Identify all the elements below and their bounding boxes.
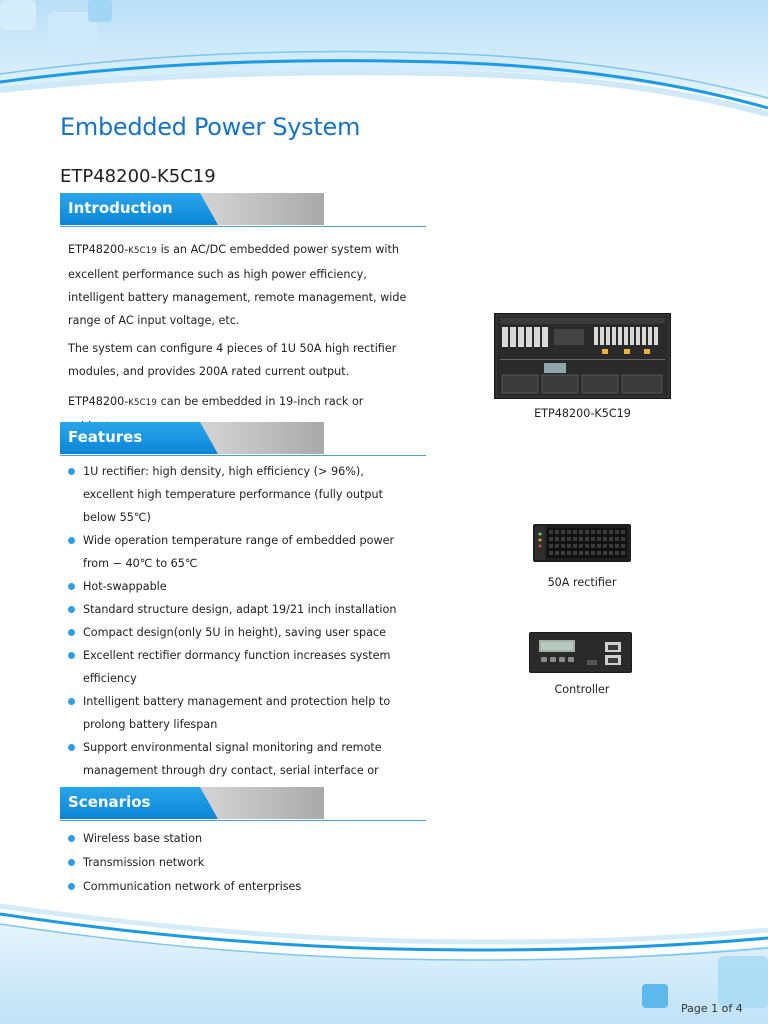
bullet-icon bbox=[68, 698, 75, 705]
bullet-icon bbox=[68, 744, 75, 751]
system-image-caption: ETP48200-K5C19 bbox=[534, 407, 631, 420]
feature-text: Excellent rectifier dormancy function in… bbox=[83, 649, 391, 685]
scenario-text: Transmission network bbox=[83, 856, 205, 869]
list-item: Transmission network bbox=[68, 851, 408, 875]
feature-text: Wide operation temperature range of embe… bbox=[83, 534, 395, 570]
model-prefix: ETP48200- bbox=[68, 395, 129, 408]
feature-text: Compact design(only 5U in height), savin… bbox=[83, 626, 386, 639]
section-divider bbox=[60, 455, 426, 456]
list-item: Intelligent battery management and prote… bbox=[68, 690, 413, 736]
introduction-paragraph-2: The system can configure 4 pieces of 1U … bbox=[68, 342, 397, 378]
header-wave-decoration bbox=[0, 0, 768, 117]
page-number: Page 1 of 4 bbox=[681, 1002, 743, 1015]
introduction-heading: Introduction bbox=[68, 199, 173, 217]
features-section-header: Features bbox=[60, 422, 426, 456]
model-number: ETP48200-K5C19 bbox=[60, 166, 216, 187]
model-prefix: ETP48200- bbox=[68, 243, 129, 256]
list-item: Excellent rectifier dormancy function in… bbox=[68, 644, 413, 690]
bullet-icon bbox=[68, 606, 75, 613]
bullet-icon bbox=[68, 859, 75, 866]
list-item: Wireless base station bbox=[68, 827, 408, 851]
bullet-icon bbox=[68, 468, 75, 475]
page-title: Embedded Power System bbox=[60, 113, 361, 141]
introduction-text: is an AC/DC embedded power system with e… bbox=[68, 243, 407, 327]
power-system-image bbox=[494, 313, 671, 399]
features-heading: Features bbox=[68, 428, 143, 446]
feature-text: Standard structure design, adapt 19/21 i… bbox=[83, 603, 397, 616]
list-item: Communication network of enterprises bbox=[68, 875, 408, 899]
section-header-tab bbox=[60, 422, 218, 454]
scenarios-list: Wireless base station Transmission netwo… bbox=[68, 827, 408, 899]
scenarios-heading: Scenarios bbox=[68, 793, 151, 811]
controller-image bbox=[529, 632, 632, 673]
introduction-paragraph-1: ETP48200-K5C19 is an AC/DC embedded powe… bbox=[68, 238, 408, 332]
bullet-icon bbox=[68, 835, 75, 842]
section-header-tab bbox=[60, 193, 218, 225]
introduction-section-header: Introduction bbox=[60, 193, 426, 227]
bullet-icon bbox=[68, 583, 75, 590]
bullet-icon bbox=[68, 629, 75, 636]
features-list: 1U rectifier: high density, high efficie… bbox=[68, 460, 413, 805]
feature-text: Intelligent battery management and prote… bbox=[83, 695, 391, 731]
bullet-icon bbox=[68, 537, 75, 544]
rectifier-image-caption: 50A rectifier bbox=[547, 576, 617, 589]
section-header-tab bbox=[60, 787, 218, 819]
bullet-icon bbox=[68, 652, 75, 659]
list-item: Wide operation temperature range of embe… bbox=[68, 529, 413, 575]
scenarios-section-header: Scenarios bbox=[60, 787, 426, 821]
model-suffix: K5C19 bbox=[128, 398, 158, 408]
list-item: Hot-swappable bbox=[68, 575, 413, 598]
list-item: Compact design(only 5U in height), savin… bbox=[68, 621, 413, 644]
list-item: 1U rectifier: high density, high efficie… bbox=[68, 460, 413, 529]
scenario-text: Wireless base station bbox=[83, 832, 203, 845]
rectifier-image bbox=[533, 524, 631, 562]
controller-image-caption: Controller bbox=[554, 683, 610, 696]
feature-text: Hot-swappable bbox=[83, 580, 167, 593]
section-divider bbox=[60, 226, 426, 227]
bullet-icon bbox=[68, 883, 75, 890]
section-divider bbox=[60, 820, 426, 821]
feature-text: 1U rectifier: high density, high efficie… bbox=[83, 465, 383, 524]
model-suffix: K5C19 bbox=[128, 246, 158, 256]
footer-wave-decoration bbox=[0, 903, 768, 1024]
list-item: Standard structure design, adapt 19/21 i… bbox=[68, 598, 413, 621]
scenario-text: Communication network of enterprises bbox=[83, 880, 302, 893]
